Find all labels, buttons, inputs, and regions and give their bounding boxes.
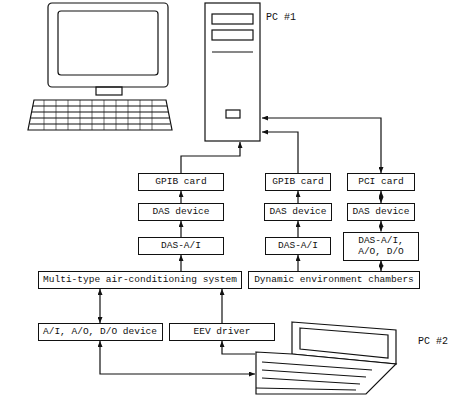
box-label: DAS-A/I (278, 240, 318, 251)
box-label: GPIB card (272, 176, 323, 187)
system-box: Dynamic environment chambers (248, 271, 420, 289)
laptop-computer: PC #2 (255, 322, 400, 395)
computer-label: PC #1 (266, 12, 296, 24)
interface-card: GPIB card (138, 173, 224, 191)
box-label: EEV driver (193, 326, 250, 337)
signal-connector (380, 191, 381, 203)
box-label: DAS-A/I (161, 240, 201, 251)
signal-connector (297, 191, 298, 203)
signal-connector (222, 341, 255, 354)
laptop-drawing (256, 322, 396, 394)
das-module: DAS-A/I (138, 237, 224, 255)
box-label: Multi-type air-conditioning system (43, 274, 237, 285)
interface-card: GPIB card (265, 173, 331, 191)
box-label: Dynamic environment chambers (254, 274, 414, 285)
signal-connector (180, 191, 181, 203)
driver-box: EEV driver (169, 323, 275, 341)
signal-connector (99, 289, 100, 323)
signal-connector (100, 341, 255, 374)
box-label: DAS device (152, 206, 209, 217)
system-box: Multi-type air-conditioning system (38, 271, 242, 289)
signal-connector (297, 255, 298, 271)
signal-connector (380, 221, 381, 232)
signal-connector (297, 221, 298, 237)
io-device-box: A/I, A/O, D/O device (38, 323, 163, 341)
box-label: DAS-A/I, A/O, D/O (348, 235, 414, 258)
das-box: DAS device (264, 203, 332, 221)
das-box: DAS device (138, 203, 224, 221)
box-label: GPIB card (155, 176, 206, 187)
box-label: DAS device (352, 206, 409, 217)
signal-connector (180, 221, 181, 237)
computer-label: PC #2 (418, 336, 448, 348)
signal-connector (262, 132, 298, 173)
desktop-pc-drawing (28, 3, 260, 141)
signal-connector (181, 142, 240, 173)
das-module: DAS-A/I, A/O, D/O (343, 232, 419, 261)
signal-connector (380, 261, 381, 272)
interface-card: PCI card (347, 173, 415, 191)
signal-connector (221, 289, 222, 323)
das-module: DAS-A/I (265, 237, 331, 255)
box-label: PCI card (358, 176, 404, 187)
signal-connector (262, 118, 381, 173)
box-label: A/I, A/O, D/O device (43, 326, 157, 337)
desktop-computer: PC #1 (30, 0, 262, 142)
signal-connector (180, 255, 181, 271)
das-box: DAS device (347, 203, 415, 221)
box-label: DAS device (269, 206, 326, 217)
